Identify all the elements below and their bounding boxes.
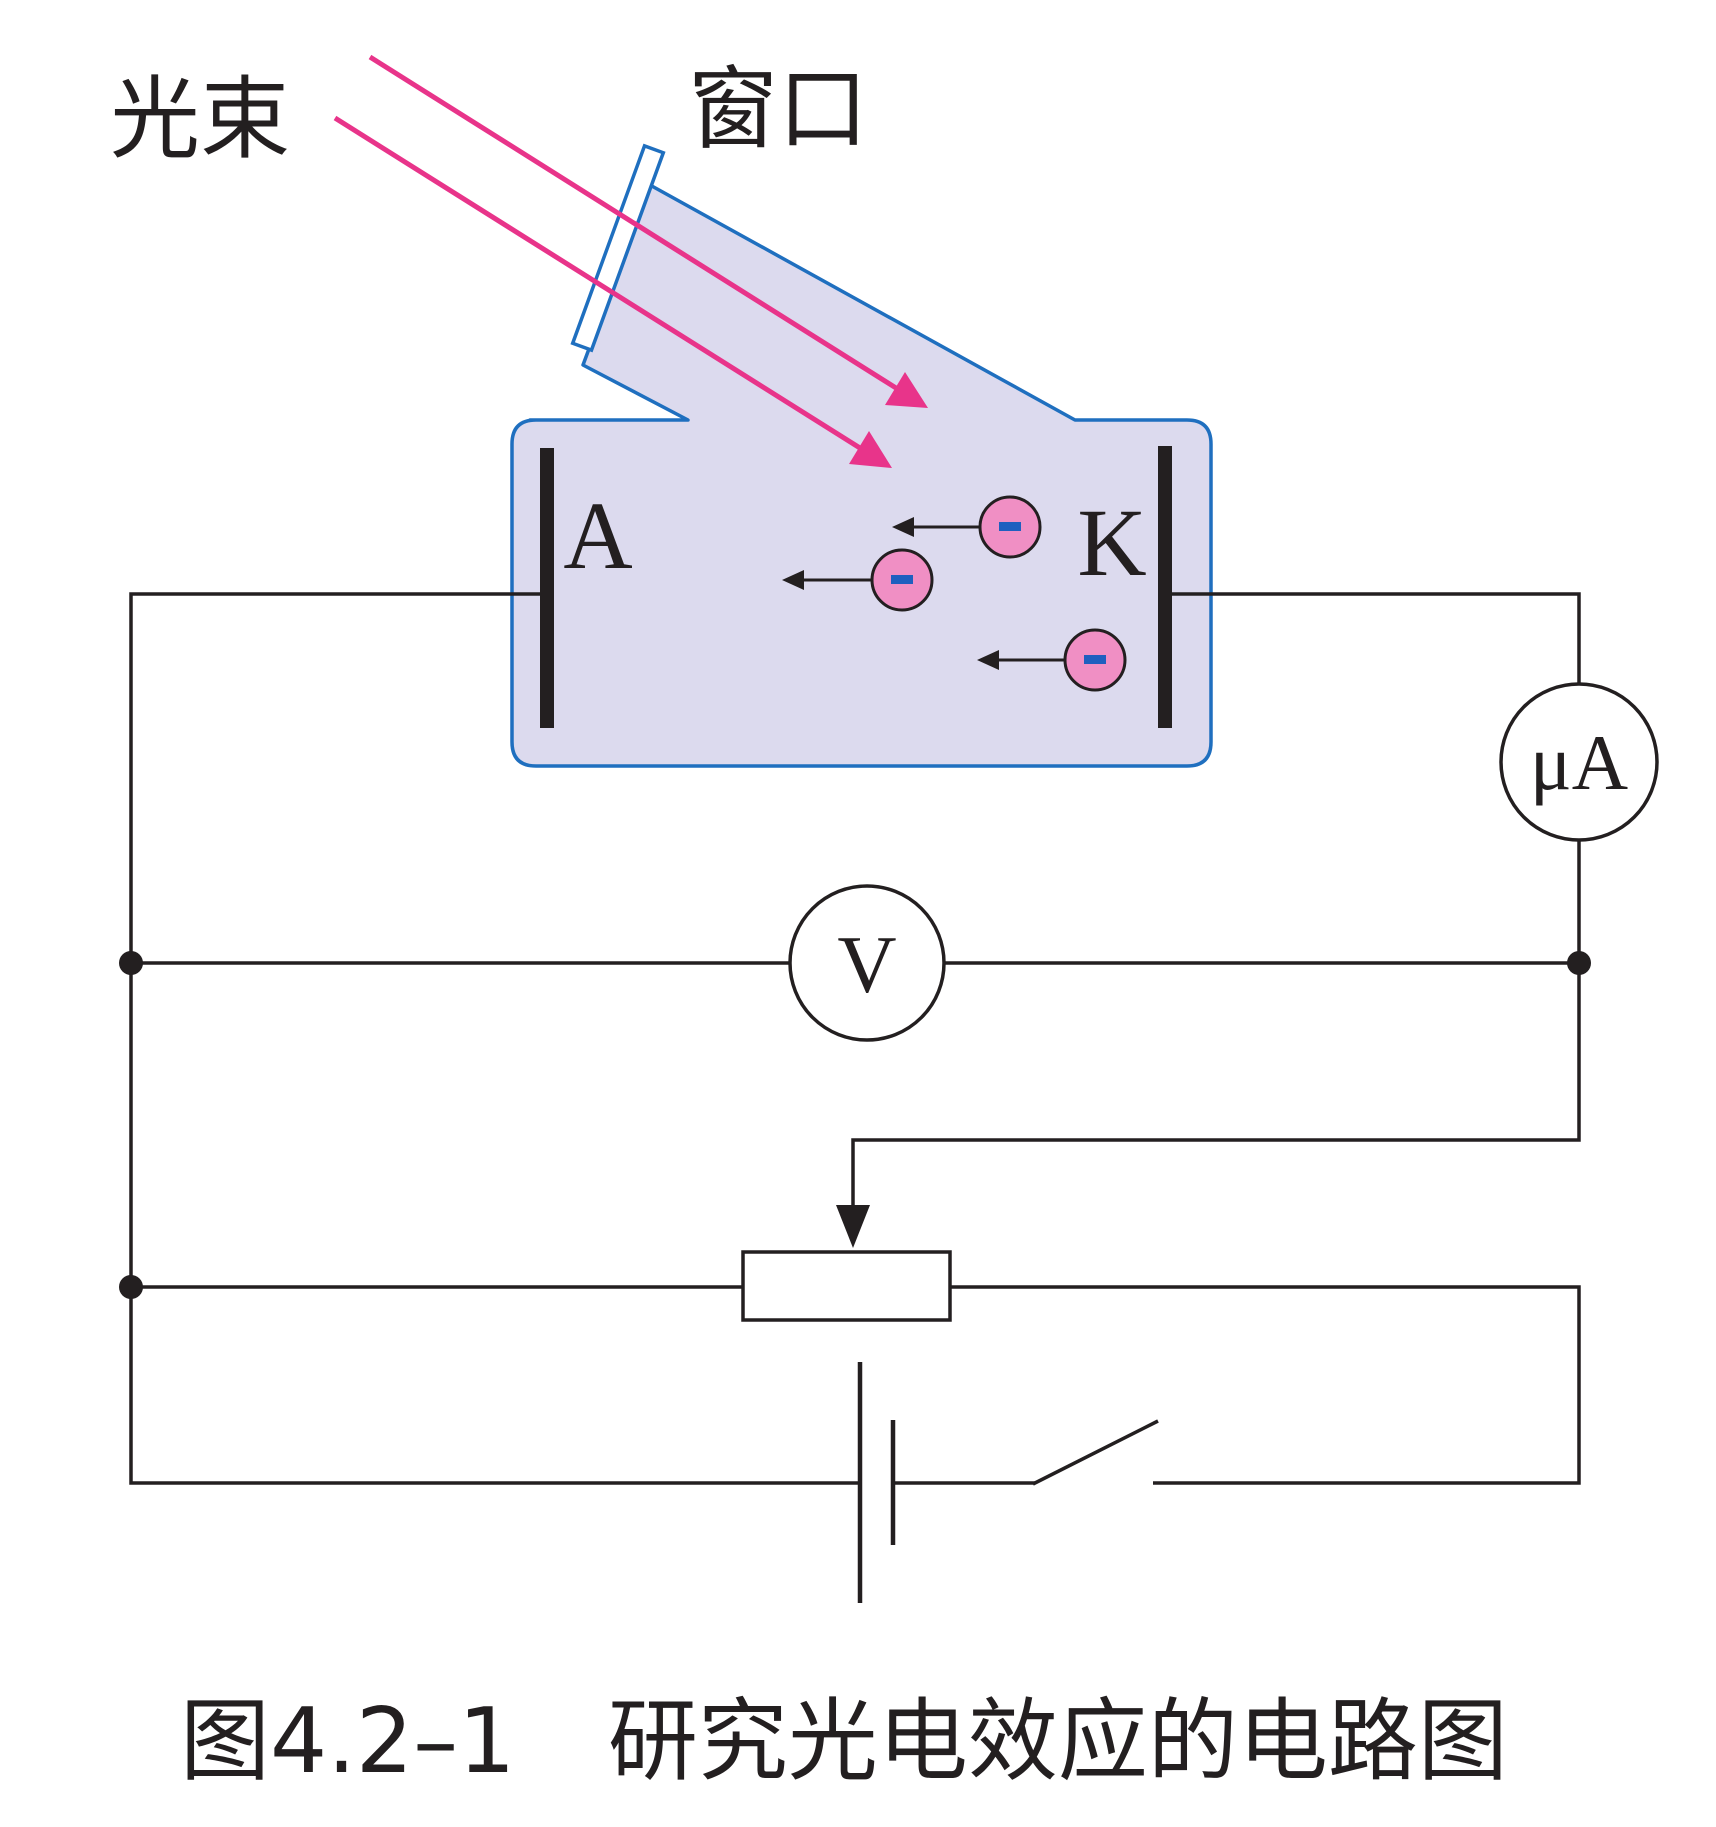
voltmeter: V bbox=[788, 884, 946, 1042]
electron-2 bbox=[782, 548, 934, 612]
rheostat-slider-arrow bbox=[836, 1205, 870, 1248]
anode-label: A bbox=[563, 482, 632, 589]
figure-caption: 图4.2–1 研究光电效应的电路图 bbox=[180, 1689, 1508, 1794]
junction-dot bbox=[119, 1275, 143, 1299]
voltmeter-label: V bbox=[837, 919, 896, 1010]
light-ray-2 bbox=[333, 115, 889, 468]
phototube-body bbox=[510, 183, 1213, 768]
anode-plate bbox=[540, 448, 554, 728]
cathode-label: K bbox=[1077, 489, 1146, 596]
electron-1 bbox=[892, 495, 1042, 559]
microammeter: μA bbox=[1499, 682, 1659, 842]
caption-title: 研究光电效应的电路图 bbox=[608, 1689, 1508, 1794]
circuit-wires bbox=[129, 592, 1581, 1486]
light-beam-label: 光束 bbox=[110, 67, 290, 172]
microammeter-label: μA bbox=[1530, 719, 1628, 806]
light-ray-1-arrowhead bbox=[885, 372, 928, 408]
cathode-plate bbox=[1158, 446, 1172, 728]
light-beam bbox=[333, 54, 928, 468]
window-glass bbox=[570, 143, 666, 353]
phototube bbox=[510, 143, 1213, 768]
caption-figure-number: 图4.2–1 bbox=[180, 1689, 515, 1794]
junction-dot bbox=[119, 951, 143, 975]
switch-blade bbox=[1032, 1419, 1159, 1486]
light-ray-1 bbox=[368, 54, 925, 408]
junction-dot bbox=[1567, 951, 1591, 975]
battery bbox=[857, 1362, 896, 1603]
window-label: 窗口 bbox=[688, 57, 868, 162]
rheostat bbox=[741, 1250, 952, 1322]
electron-3 bbox=[977, 628, 1127, 692]
light-ray-2-arrowhead bbox=[849, 431, 892, 468]
